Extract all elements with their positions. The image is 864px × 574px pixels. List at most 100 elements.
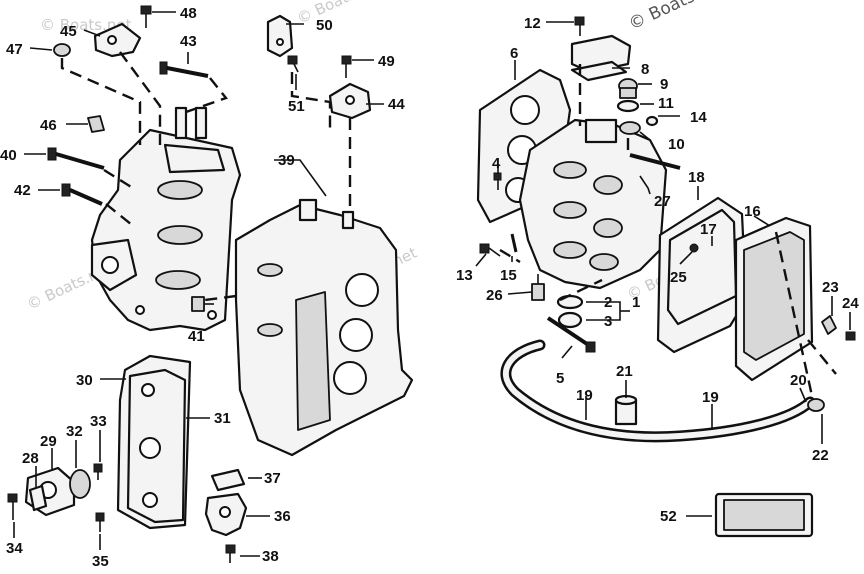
decal-52 (714, 492, 814, 538)
callout-16: 16 (744, 203, 761, 220)
cylinder-head (90, 106, 242, 332)
bolt-40 (47, 147, 105, 170)
elbow-36 (204, 492, 248, 537)
callout-15: 15 (500, 267, 517, 284)
watermark: © Boats.net (626, 0, 729, 35)
watermark: © Boats.net (294, 0, 385, 28)
grommet-21 (614, 394, 638, 426)
thermostat-9 (618, 78, 638, 99)
callout-labels: 1 2 3 4 5 6 8 9 10 11 12 13 14 15 16 17 … (0, 5, 859, 570)
callout-41: 41 (188, 328, 205, 345)
gasket-7 (570, 60, 628, 82)
callout-29: 29 (40, 433, 57, 450)
gasket-37 (210, 468, 246, 492)
callout-12: 12 (524, 15, 541, 32)
bracket-44 (328, 82, 372, 120)
crankcase-39 (234, 198, 414, 457)
dowel-41 (191, 296, 205, 312)
callout-45: 45 (60, 23, 77, 40)
hose-19 (500, 339, 816, 443)
callout-48: 48 (180, 5, 197, 22)
screw-24 (845, 331, 856, 341)
cap-3 (557, 311, 583, 329)
cover-8 (570, 34, 632, 74)
callout-10: 10 (668, 136, 685, 153)
callout-34: 34 (6, 540, 23, 557)
callout-11: 11 (658, 95, 674, 112)
callout-47: 47 (6, 41, 23, 58)
screw-33 (93, 463, 103, 480)
bolt-5 (546, 316, 596, 353)
pin-15 (510, 233, 518, 253)
screw-34 (7, 493, 18, 520)
gasket-28 (28, 484, 48, 512)
bolt-42 (61, 183, 103, 206)
callout-19a: 19 (576, 387, 593, 404)
callout-19b: 19 (702, 389, 719, 406)
bracket-45 (93, 22, 142, 58)
callout-46: 46 (40, 117, 57, 134)
callout-43: 43 (180, 33, 197, 50)
callout-17: 17 (700, 221, 717, 238)
screw-12 (574, 16, 585, 36)
callout-51: 51 (288, 98, 305, 115)
callout-5: 5 (556, 370, 564, 387)
plug-26 (531, 274, 545, 301)
cover-16 (734, 216, 814, 382)
screw-25 (689, 243, 699, 253)
screw-35 (95, 512, 105, 532)
callout-50: 50 (316, 17, 333, 34)
callout-20: 20 (790, 372, 807, 389)
clamp-20 (807, 398, 825, 412)
assembly-lines-left (60, 51, 352, 302)
callout-39: 39 (278, 152, 295, 169)
cylinder-block (518, 118, 668, 290)
callout-37: 37 (264, 470, 281, 487)
callout-52: 52 (660, 508, 677, 525)
callout-24: 24 (842, 295, 859, 312)
screw-13 (479, 243, 501, 257)
plug-46 (87, 115, 105, 133)
ring-2 (556, 294, 584, 310)
callout-6: 6 (510, 45, 518, 62)
callout-35: 35 (92, 553, 109, 570)
callout-27: 27 (654, 193, 671, 210)
callout-14: 14 (690, 109, 707, 126)
callout-44: 44 (388, 96, 405, 113)
assembly-lines-right (499, 64, 837, 397)
callout-31: 31 (214, 410, 231, 427)
callout-8: 8 (641, 61, 649, 78)
callout-3: 3 (604, 313, 612, 330)
callout-18: 18 (688, 169, 705, 186)
callout-36: 36 (274, 508, 291, 525)
clip-23 (821, 315, 837, 335)
callout-30: 30 (76, 372, 93, 389)
callout-33: 33 (90, 413, 107, 430)
callout-9: 9 (660, 76, 668, 93)
seal-11 (616, 99, 640, 113)
pin-27 (629, 153, 681, 170)
screw-51 (287, 55, 299, 73)
callout-25: 25 (670, 269, 687, 286)
callout-1: 1 (632, 294, 640, 311)
callout-42: 42 (14, 182, 31, 199)
callout-38: 38 (262, 548, 279, 565)
plug-47 (53, 43, 71, 57)
callout-28: 28 (22, 450, 39, 467)
callout-32: 32 (66, 423, 83, 440)
callout-13: 13 (456, 267, 473, 284)
thermostat-32 (69, 469, 91, 499)
screw-38 (225, 544, 236, 563)
callout-26: 26 (486, 287, 503, 304)
callout-2: 2 (604, 294, 612, 311)
callout-23: 23 (822, 279, 839, 296)
screw-49 (341, 55, 352, 78)
valve-10 (619, 121, 641, 135)
leader-lines (13, 11, 851, 557)
callout-4: 4 (492, 155, 501, 172)
callout-21: 21 (616, 363, 633, 380)
ring-14 (645, 115, 659, 127)
screw-48 (140, 5, 152, 28)
callout-22: 22 (812, 447, 829, 464)
